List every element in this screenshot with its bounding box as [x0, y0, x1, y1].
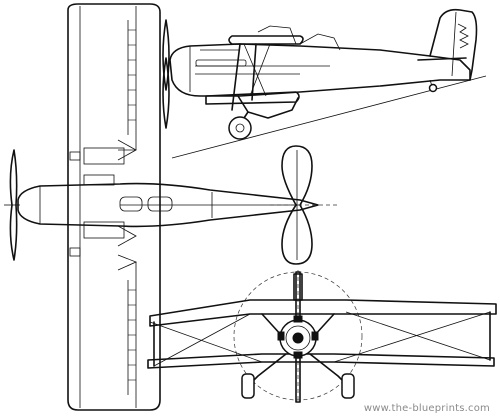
side-view-ground-line: [171, 75, 487, 159]
front-view: [147, 270, 497, 403]
watermark-text: www.the-blueprints.com: [363, 403, 490, 414]
top-view-fuselage: [17, 182, 319, 228]
front-view-right-wheel: [341, 373, 355, 399]
top-view-wing: [67, 3, 161, 411]
side-view-fuselage: [169, 43, 471, 97]
side-view-wheel: [228, 116, 252, 140]
top-view: [4, 3, 338, 411]
side-view-upper-wing: [228, 35, 304, 45]
side-view: [162, 8, 487, 159]
front-view-lower-wing: [147, 353, 495, 369]
side-view-landing-gear: [237, 95, 299, 119]
side-view-propeller: [162, 19, 170, 91]
top-view-propeller: [9, 149, 18, 261]
front-view-left-wheel: [241, 373, 255, 399]
side-view-tail-fin: [429, 8, 478, 81]
front-view-upper-wing: [149, 299, 497, 327]
